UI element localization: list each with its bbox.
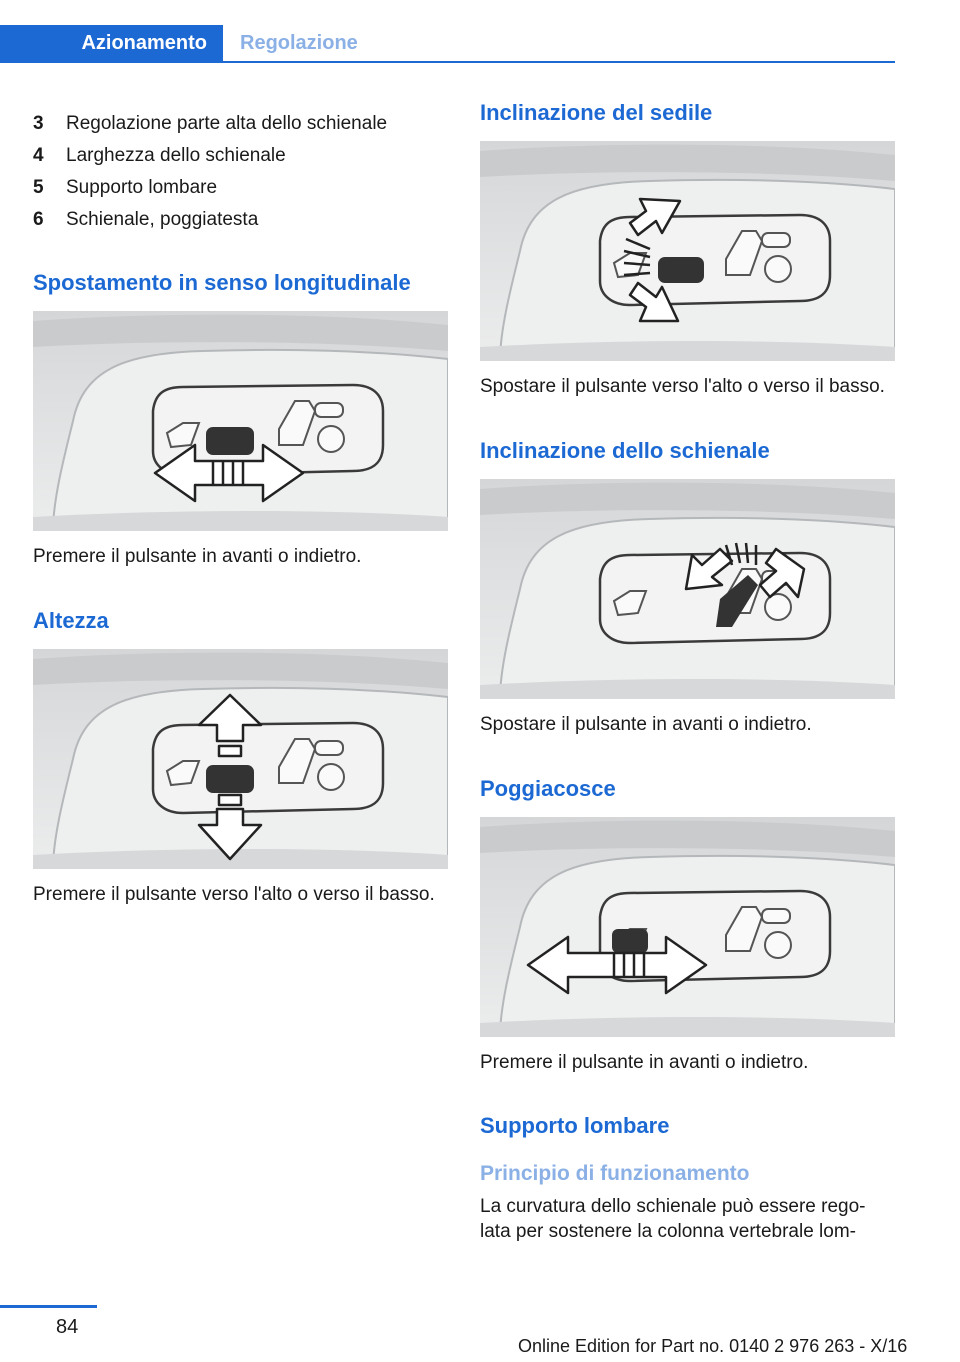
subheading-principle: Principio di funzionamento [480,1162,750,1185]
heading-longitudinal: Spostamento in senso longitudinale [33,270,411,295]
text-longitudinal: Premere il pulsante in avanti o indietro… [33,546,362,567]
list-number: 3 [33,113,44,134]
text-lumbar: La curvatura dello schienale può essere … [480,1196,866,1242]
figure-seat-height [33,649,448,869]
figure-thigh-support [480,817,895,1037]
right-column: Inclinazione del sedile Spostare il puls… [480,100,895,1244]
heading-poggiacosce: Poggiacosce [480,776,616,801]
list-item: 3 Regolazione parte alta dello schienale [33,108,448,140]
page-number: 84 [56,1316,79,1338]
list-number: 4 [33,145,44,166]
list-text: Regolazione parte alta dello schienale [66,113,388,134]
list-text: Supporto lombare [66,177,218,198]
figure-seat-longitudinal [33,311,448,531]
text-backrest-tilt: Spostare il pulsante in avanti o indietr… [480,714,812,735]
list-item: 4 Larghezza dello schienale [33,140,448,172]
figure-backrest-tilt [480,479,895,699]
heading-altezza: Altezza [33,608,109,633]
text-seat-tilt: Spostare il pulsante verso l'alto o vers… [480,376,885,397]
tab-regolazione[interactable]: Regolazione [240,32,358,54]
edition-note: Online Edition for Part no. 0140 2 976 2… [518,1336,908,1356]
list-text: Schienale, poggiatesta [66,209,259,230]
list-text: Larghezza dello schienale [66,145,286,166]
text-thigh-support: Premere il pulsante in avanti o indietro… [480,1052,809,1073]
chapter-tabbar: Azionamento Regolazione [0,25,895,63]
list-item: 5 Supporto lombare [33,172,448,204]
list-item: 6 Schienale, poggiatesta [33,204,448,236]
list-number: 5 [33,177,44,198]
list-number: 6 [33,209,44,230]
heading-seat-tilt: Inclinazione del sedile [480,100,713,125]
heading-backrest-tilt: Inclinazione dello schienale [480,438,770,463]
footer-rule [0,1305,97,1308]
figure-seat-tilt [480,141,895,361]
text-altezza: Premere il pulsante verso l'alto o verso… [33,884,435,905]
heading-lumbar: Supporto lombare [480,1113,670,1138]
tab-azionamento[interactable]: Azionamento [0,25,223,61]
